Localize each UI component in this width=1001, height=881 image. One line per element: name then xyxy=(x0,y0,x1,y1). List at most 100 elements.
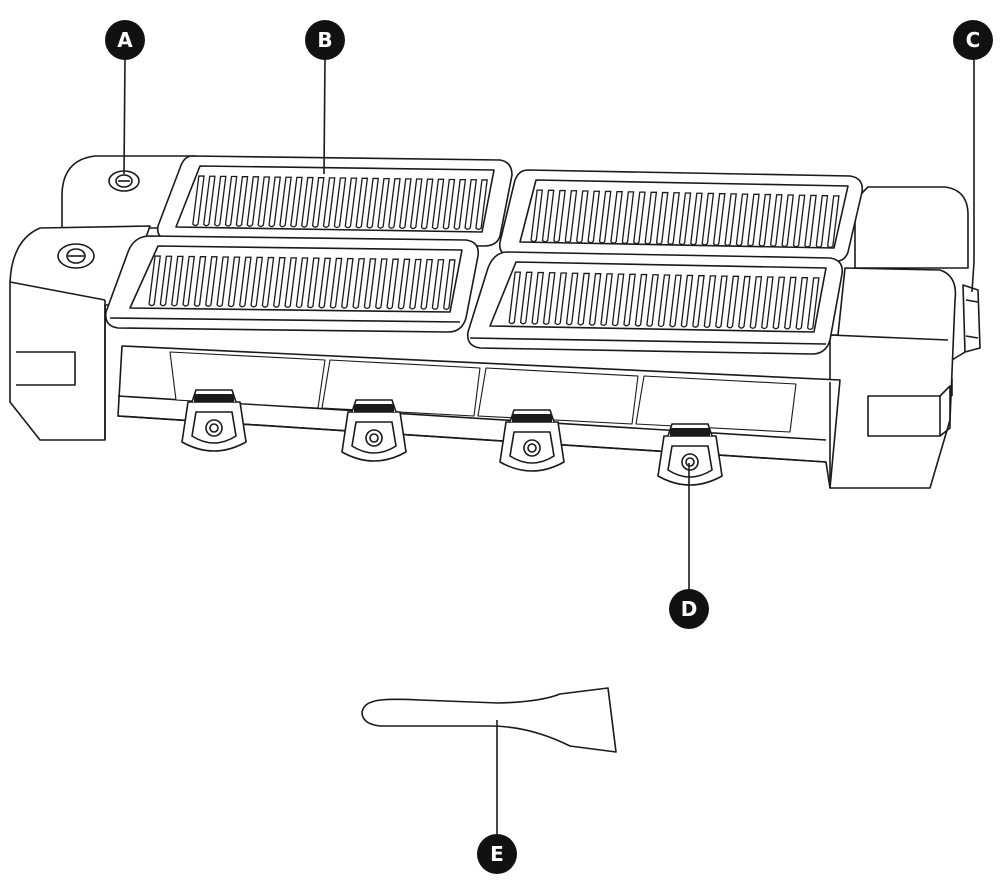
raclette-pan-handle xyxy=(181,389,247,452)
callout-label-b: B xyxy=(317,28,332,52)
grill-rib xyxy=(268,176,282,228)
grill-rib xyxy=(827,195,840,249)
grill-rib xyxy=(623,273,636,327)
grill-rib xyxy=(420,258,434,310)
grill-rib xyxy=(761,276,774,330)
grill-rib xyxy=(576,190,589,244)
grill-plate-rear-right xyxy=(498,169,864,263)
grill-rib xyxy=(307,257,320,309)
grill-rib xyxy=(227,256,241,308)
grill-rib xyxy=(738,275,751,329)
grill-rib xyxy=(352,258,366,309)
callout-c: C xyxy=(953,20,993,60)
grill-rib xyxy=(553,189,566,243)
raclette-pan-handle xyxy=(657,423,723,486)
grill-rib xyxy=(420,178,434,230)
grill-rib xyxy=(519,271,533,325)
grill-rib xyxy=(781,194,794,248)
grill-rib xyxy=(213,175,227,227)
grill-rib xyxy=(611,273,625,327)
grill-rib xyxy=(341,257,354,309)
grill-rib xyxy=(159,255,173,307)
grill-rib xyxy=(577,272,590,326)
grill-rib xyxy=(453,178,467,230)
grill-rib xyxy=(235,176,249,227)
grill-rib xyxy=(322,177,336,228)
grill-rib xyxy=(442,178,456,230)
grill-rib xyxy=(261,256,275,308)
grill-rib xyxy=(564,190,578,243)
grill-rib xyxy=(279,176,292,228)
grill-rib xyxy=(377,177,390,229)
grill-rib xyxy=(667,192,680,245)
spatula xyxy=(361,687,617,753)
callout-b: B xyxy=(305,20,345,60)
grill-rib xyxy=(216,256,230,308)
grill-rib xyxy=(388,178,401,229)
raclette-pan-handle xyxy=(499,409,565,472)
grill-plate xyxy=(156,155,513,247)
side-power-switch xyxy=(951,284,981,396)
grill-rib xyxy=(541,189,555,243)
grill-rib xyxy=(530,189,544,243)
grill-rib xyxy=(769,194,783,247)
grill-rib xyxy=(598,190,612,244)
grill-plate-front-right xyxy=(466,251,844,355)
grill-rib xyxy=(678,192,692,246)
grill-rib xyxy=(701,192,715,246)
callout-label-d: D xyxy=(681,597,698,621)
grill-rib xyxy=(431,178,445,230)
grill-rib xyxy=(644,191,658,245)
grill-rib xyxy=(203,175,216,227)
grill-rib xyxy=(295,257,309,309)
grill-rib xyxy=(690,192,703,246)
grill-rib xyxy=(443,259,456,311)
grill-rib xyxy=(239,256,252,308)
grill-rib xyxy=(747,193,760,247)
grill-rib xyxy=(333,177,347,229)
grill-rib xyxy=(715,275,728,329)
grill-rib xyxy=(784,276,797,330)
grill-rib xyxy=(600,273,613,327)
grill-rib xyxy=(273,257,286,308)
callout-a: A xyxy=(105,20,145,60)
front-right-housing xyxy=(829,267,957,489)
grill-rib xyxy=(344,177,358,229)
grill-rib xyxy=(646,274,659,327)
grill-rib xyxy=(397,258,411,310)
callout-label-a: A xyxy=(117,28,133,52)
callout-label-e: E xyxy=(490,842,504,866)
grill-plate-front-left xyxy=(104,235,480,333)
grill-rib xyxy=(355,177,369,229)
grill-rib xyxy=(290,176,303,228)
grill-rib xyxy=(758,193,772,247)
grill-rib xyxy=(475,179,488,231)
grill-rib xyxy=(409,178,423,230)
callout-label-c: C xyxy=(966,28,981,52)
grill-rib xyxy=(409,258,422,310)
grill-rib xyxy=(657,274,671,328)
grill-rib xyxy=(224,175,238,227)
grill-rib xyxy=(804,194,817,248)
grill-rib xyxy=(375,258,388,310)
grill-rib xyxy=(329,257,343,309)
grill-rib xyxy=(815,195,829,248)
grill-rib xyxy=(171,255,184,307)
grill-rib xyxy=(712,193,726,246)
grill-rib xyxy=(669,274,682,328)
grill-rib xyxy=(634,273,648,327)
grill-rib xyxy=(193,256,207,307)
callout-e: E xyxy=(477,834,517,874)
grill-rib xyxy=(246,176,260,227)
grill-rib xyxy=(366,177,380,229)
grill-rib xyxy=(363,258,377,310)
grill-rib xyxy=(792,194,806,248)
grill-rib xyxy=(565,272,579,326)
grill-rib xyxy=(795,277,809,330)
grill-rib xyxy=(386,258,400,310)
grill-rib xyxy=(655,191,669,245)
grill-rib xyxy=(399,178,412,230)
grill-rib xyxy=(703,275,717,329)
grill-rib xyxy=(726,275,740,329)
